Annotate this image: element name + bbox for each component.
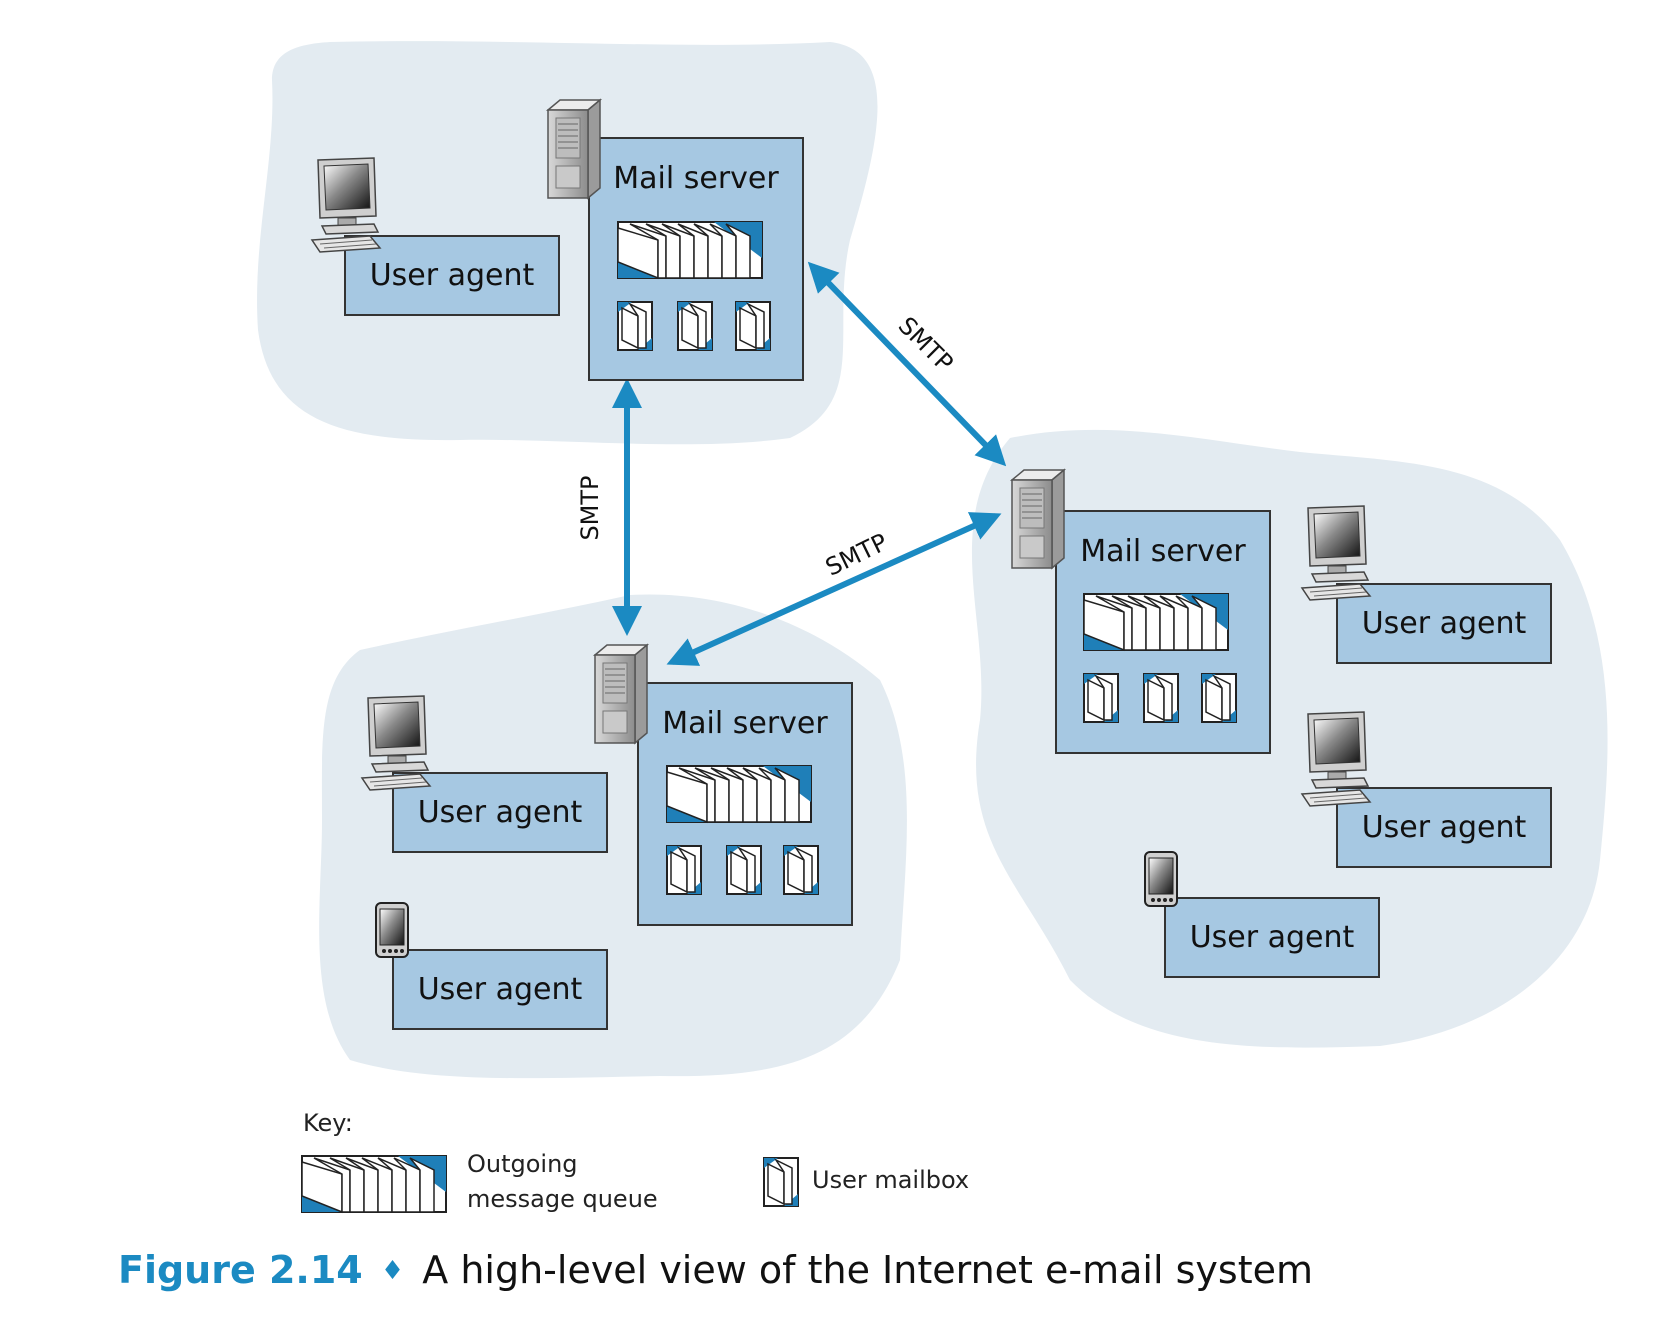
- figure-caption: Figure 2.14 ♦ A high-level view of the I…: [118, 1248, 1313, 1292]
- message-queue-icon: [617, 221, 763, 279]
- user-agent-box: [392, 949, 608, 1030]
- mailbox-icon: [666, 845, 702, 895]
- mailbox-icon: [726, 845, 762, 895]
- diamond-separator: ♦: [380, 1256, 405, 1286]
- mailbox-icon: [763, 1157, 799, 1207]
- server-icon: [594, 644, 648, 744]
- smtp-label: SMTP: [576, 475, 604, 540]
- smtp-arrow-top-right: [807, 261, 1007, 467]
- smartphone-icon: [375, 902, 409, 958]
- server-icon: [547, 99, 601, 199]
- user-agent-box: [1164, 897, 1380, 978]
- server-icon: [1011, 469, 1065, 569]
- mail-server-top: Mail server: [588, 137, 804, 381]
- mailbox-icon: [617, 301, 653, 351]
- mailbox-icon: [735, 301, 771, 351]
- key-queue-label-line2: message queue: [467, 1185, 658, 1213]
- key-title: Key:: [303, 1109, 353, 1137]
- mail-server-label: Mail server: [613, 161, 779, 196]
- smtp-label: SMTP: [893, 311, 959, 377]
- mail-server-label: Mail server: [1080, 534, 1246, 569]
- smartphone-icon: [1144, 851, 1178, 907]
- key-queue-label-line1: Outgoing: [467, 1150, 578, 1178]
- message-queue-icon: [1083, 593, 1229, 651]
- mailbox-icon: [677, 301, 713, 351]
- mail-server-right: Mail server: [1055, 510, 1271, 754]
- user-agent-box: [344, 235, 560, 316]
- mailbox-icon: [1083, 673, 1119, 723]
- mail-server-bottom-left: Mail server: [637, 682, 853, 926]
- message-queue-icon: [301, 1155, 447, 1213]
- user-agent-box: [1336, 583, 1552, 664]
- user-agent-box: [1336, 787, 1552, 868]
- key-mailbox-label: User mailbox: [812, 1166, 969, 1194]
- smtp-arrow-bottom-right: [666, 512, 1002, 666]
- user-agent-label: User agent: [1362, 606, 1527, 641]
- mail-server-label: Mail server: [662, 706, 828, 741]
- user-agent-label: User agent: [370, 258, 535, 293]
- user-agent-label: User agent: [418, 795, 583, 830]
- figure-title: A high-level view of the Internet e-mail…: [422, 1248, 1313, 1292]
- mailbox-icon: [1143, 673, 1179, 723]
- user-agent-label: User agent: [418, 972, 583, 1007]
- figure-number: Figure 2.14: [118, 1248, 363, 1292]
- user-agent-label: User agent: [1362, 810, 1527, 845]
- user-agent-label: User agent: [1190, 920, 1355, 955]
- mailbox-icon: [1201, 673, 1237, 723]
- smtp-label: SMTP: [821, 528, 892, 582]
- mailbox-icon: [783, 845, 819, 895]
- message-queue-icon: [666, 765, 812, 823]
